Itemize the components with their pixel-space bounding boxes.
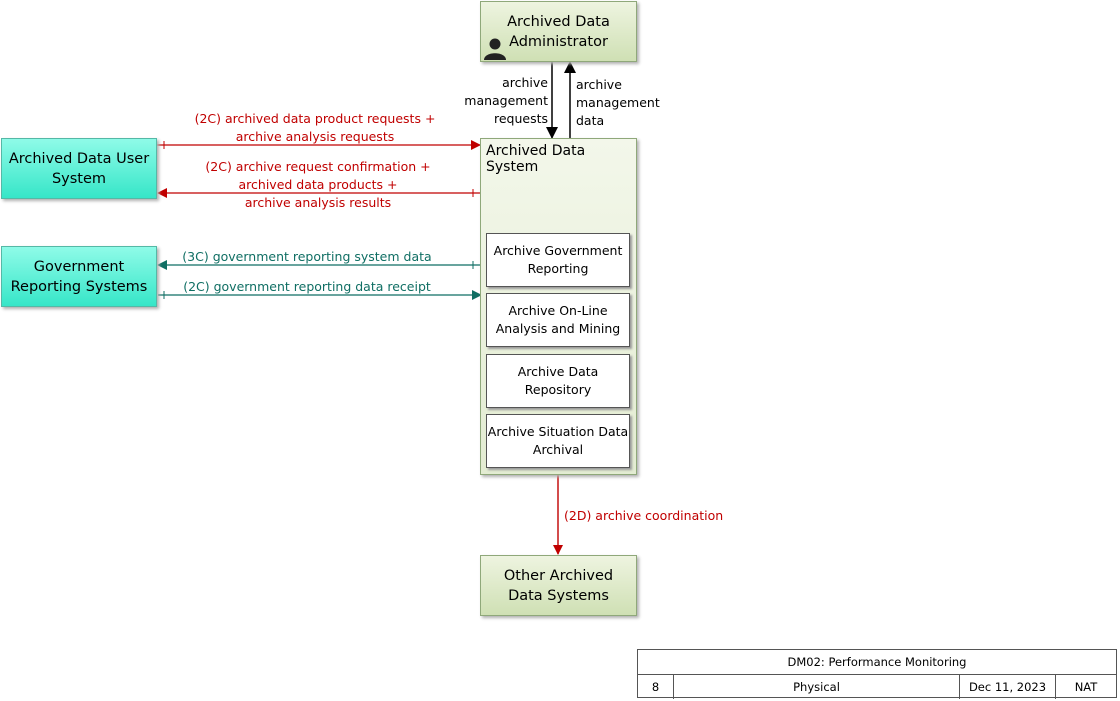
person-icon xyxy=(484,38,506,60)
subsystem-archive-online-analysis[interactable]: Archive On-Line Analysis and Mining xyxy=(486,293,630,347)
node-admin-label: Archived Data Administrator xyxy=(507,13,610,50)
node-other-archived-data-systems[interactable]: Other Archived Data Systems xyxy=(480,555,637,616)
diagram-title-block: DM02: Performance Monitoring 8 Physical … xyxy=(637,649,1117,699)
flow-confirmation-label: (2C) archive request confirmation + arch… xyxy=(205,159,431,210)
system-title: Archived Data System xyxy=(486,143,586,175)
node-archived-data-system[interactable]: Archived Data System Archive Government … xyxy=(480,138,637,475)
node-government-reporting-systems[interactable]: Government Reporting Systems xyxy=(1,246,157,307)
subsystem-archive-situation-data-archival[interactable]: Archive Situation Data Archival xyxy=(486,414,630,468)
node-archived-data-user-system[interactable]: Archived Data User System xyxy=(1,138,157,199)
flow-gov-data-label: (3C) government reporting system data xyxy=(182,249,432,264)
subsystem-archive-government-reporting[interactable]: Archive Government Reporting xyxy=(486,233,630,287)
flow-product-requests-label: (2C) archived data product requests + ar… xyxy=(194,111,436,144)
node-archived-data-administrator[interactable]: Archived Data Administrator xyxy=(480,1,637,62)
title-block-page: 8 xyxy=(638,675,674,699)
subsystem-archive-data-repository[interactable]: Archive Data Repository xyxy=(486,354,630,408)
flow-gov-receipt-label: (2C) government reporting data receipt xyxy=(183,279,431,294)
title-block-view: Physical xyxy=(674,675,960,699)
title-block-scope: NAT xyxy=(1074,680,1098,694)
title-block-date: Dec 11, 2023 xyxy=(960,675,1056,699)
title-block-heading: DM02: Performance Monitoring xyxy=(638,650,1116,675)
flow-mgmt-requests-label: archive management requests xyxy=(464,75,548,126)
flow-mgmt-data-label: archive management data xyxy=(576,77,660,128)
flow-coordination-label: (2D) archive coordination xyxy=(564,508,724,523)
